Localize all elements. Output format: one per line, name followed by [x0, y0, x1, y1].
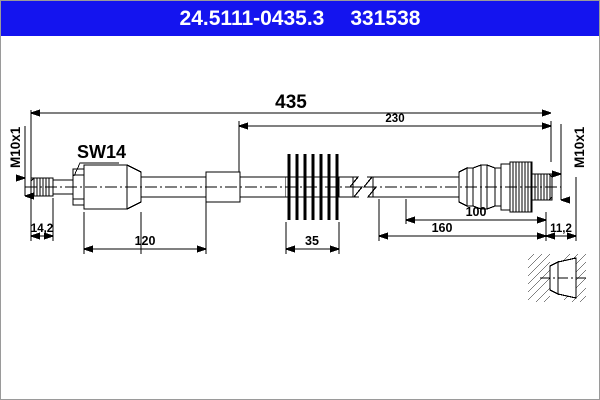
technical-drawing-canvas: 435 230 14,2 120 35 100 160 11,2 M10x1 S… [1, 36, 600, 400]
dim-label-120: 120 [135, 234, 156, 248]
title-bar: 24.5111-0435.3 331538 [1, 1, 599, 36]
dim-label-230: 230 [385, 113, 404, 125]
dim-label-11-2: 11,2 [550, 223, 572, 235]
sw14-leader-line [73, 162, 119, 177]
dim-label-35: 35 [305, 234, 319, 248]
dim-label-14-2: 14,2 [31, 223, 53, 235]
dimension-lines [25, 113, 576, 249]
hose-assembly-svg: 435 230 14,2 120 35 100 160 11,2 M10x1 S… [8, 92, 588, 303]
reference-number: 331538 [350, 7, 421, 30]
left-fitting [30, 164, 142, 210]
wrench-size-label: SW14 [77, 142, 126, 162]
section-detail-view [526, 253, 588, 303]
dim-label-100: 100 [466, 205, 487, 219]
thread-label-right: M10x1 [572, 126, 587, 168]
dim-label-435: 435 [275, 92, 307, 113]
part-number: 24.5111-0435.3 [179, 7, 325, 30]
dim-label-160: 160 [432, 221, 453, 235]
thread-label-left: M10x1 [8, 126, 23, 168]
